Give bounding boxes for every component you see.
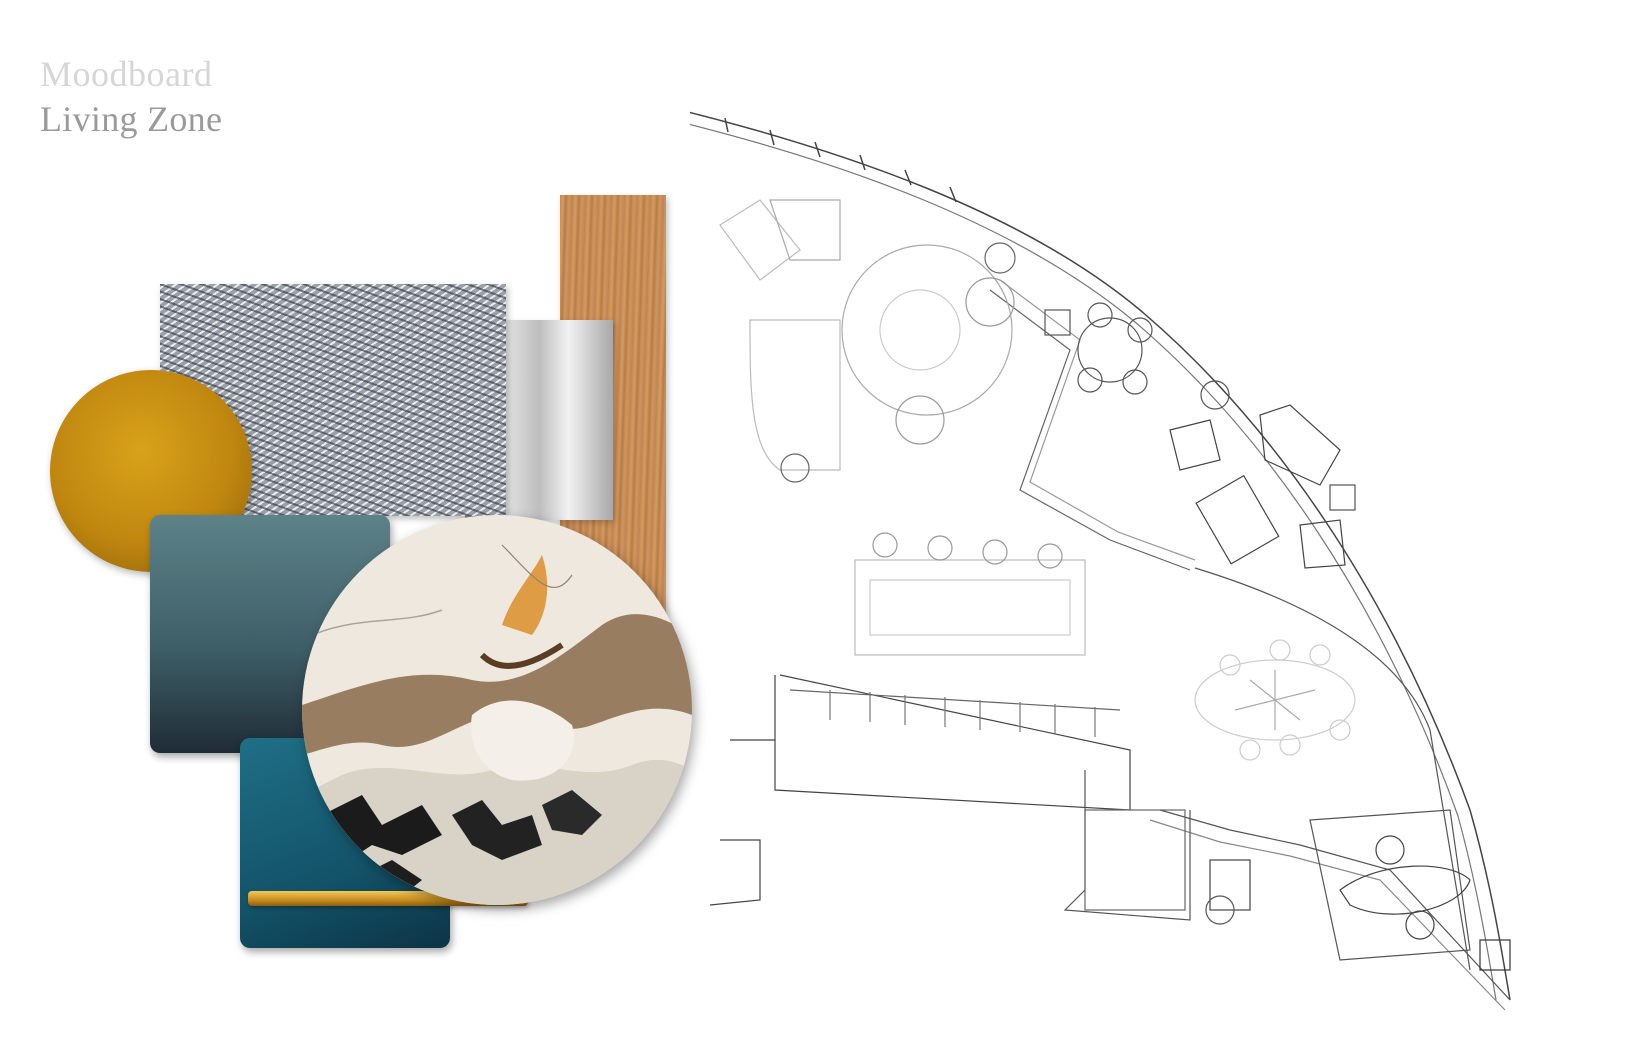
floor-plan-drawing	[679, 109, 1511, 1011]
floor-plan	[679, 90, 1590, 1050]
moodboard-collage	[0, 0, 700, 1060]
marble-veining	[302, 544, 692, 905]
patagonia-quartzite-disc	[302, 515, 692, 905]
title-living-zone: Living Zone	[40, 99, 223, 139]
page-title: Moodboard Living Zone	[40, 52, 222, 142]
title-moodboard: Moodboard	[40, 54, 213, 94]
